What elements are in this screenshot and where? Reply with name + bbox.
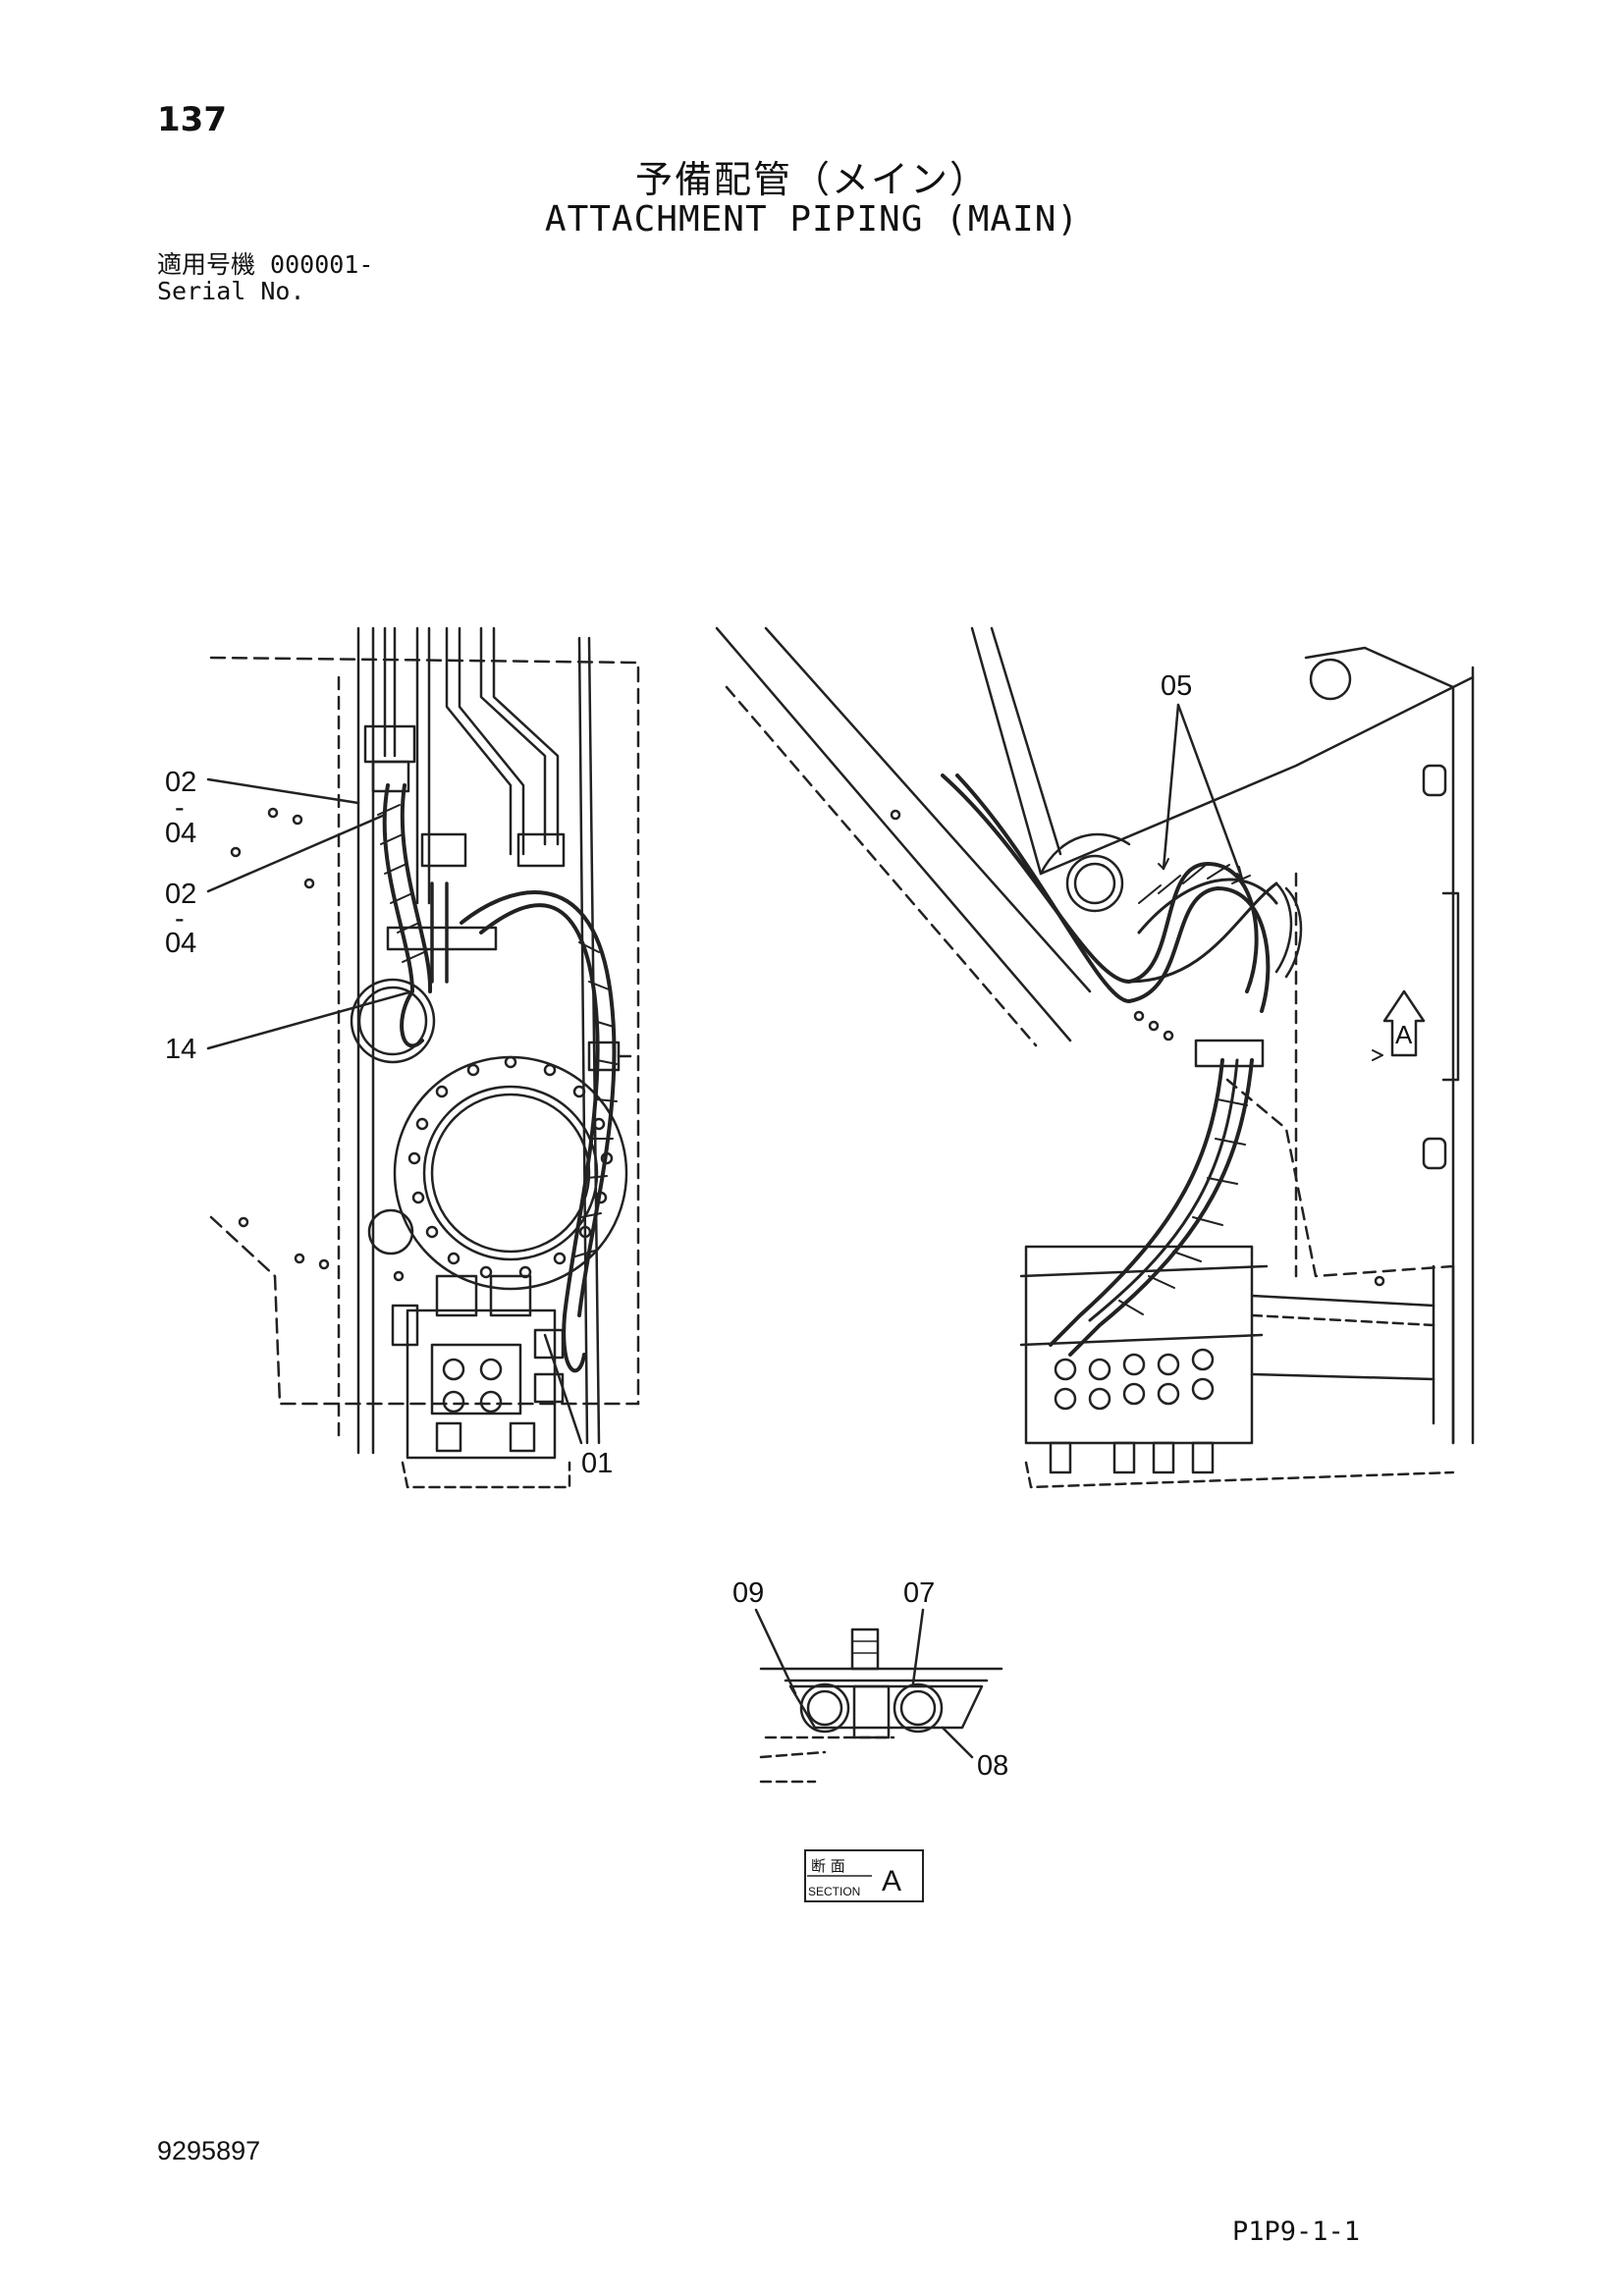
callout-07: 07 (903, 1577, 935, 1609)
serial-block: 適用号機 000001- Serial No. (157, 251, 373, 304)
page-code: P1P9-1-1 (1232, 2216, 1361, 2247)
callout-dash-upper: - (175, 792, 185, 824)
callout-04-upper: 04 (165, 818, 196, 849)
callout-14: 14 (165, 1034, 196, 1065)
callout-02-lower: 02 (165, 879, 196, 910)
callout-08: 08 (977, 1750, 1008, 1782)
serial-label-jp: 適用号機 000001- (157, 250, 374, 279)
callout-09: 09 (732, 1577, 764, 1609)
section-box-en: SECTION (808, 1885, 860, 1898)
view-arrow-a-label: A (1395, 1020, 1413, 1049)
right-view (715, 626, 1475, 1489)
section-box-letter: A (882, 1865, 901, 1897)
document-number: 9295897 (157, 2136, 261, 2165)
section-box-jp: 断 面 (811, 1857, 845, 1875)
serial-label-en: Serial No. (157, 277, 305, 305)
page-number: 137 (157, 100, 227, 139)
callout-05: 05 (1161, 670, 1192, 702)
callout-02-upper: 02 (165, 767, 196, 798)
callout-04-lower: 04 (165, 928, 196, 959)
left-view (206, 626, 640, 1489)
callout-dash-lower: - (175, 903, 185, 934)
callout-01: 01 (581, 1448, 613, 1479)
section-a-box: 断 面 SECTION A (804, 1849, 924, 1902)
title-japanese: 予備配管（メイン） (634, 158, 989, 201)
callout-labels: 02 - 04 02 - 04 14 01 05 A 09 07 08 (165, 670, 1413, 1782)
section-a-detail (754, 1608, 1003, 1784)
title-english: ATTACHMENT PIPING (MAIN) (544, 199, 1080, 240)
